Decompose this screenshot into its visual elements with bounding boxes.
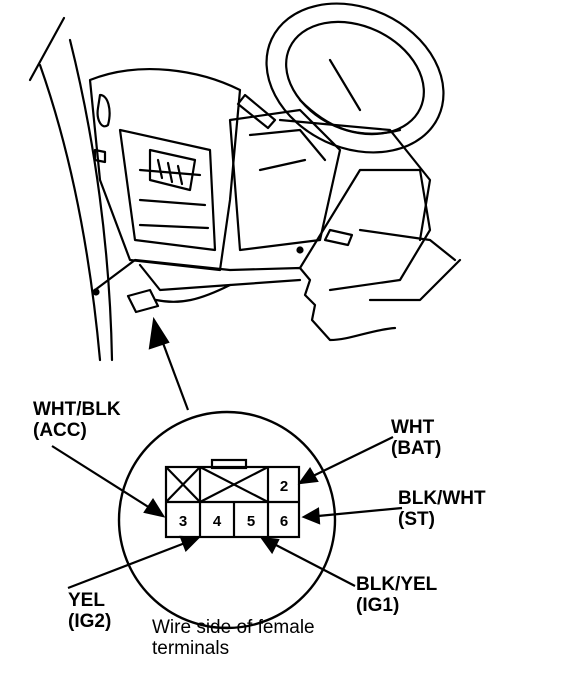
circuit-ig2: (IG2)	[68, 611, 112, 632]
label-yel: YEL (IG2)	[68, 590, 111, 632]
arrow-wht-blk	[143, 497, 166, 518]
detail-pointer-line	[158, 334, 190, 411]
wire-color-wht: WHT	[391, 417, 435, 438]
pin-2: 2	[280, 478, 288, 495]
connector-detail-circle	[117, 410, 337, 630]
circuit-bat: (BAT)	[391, 438, 442, 459]
label-wht: WHT (BAT)	[391, 417, 441, 459]
door-edge-line	[28, 16, 66, 82]
arrow-blk-wht	[301, 507, 321, 525]
arrow-yel	[179, 535, 201, 552]
wire-color-blk-wht: BLK/WHT	[398, 488, 486, 509]
pin-6: 6	[280, 513, 288, 530]
wire-color-blk-yel: BLK/YEL	[356, 574, 438, 595]
label-blk-yel: BLK/YEL (IG1)	[356, 574, 437, 616]
label-blk-wht: BLK/WHT (ST)	[398, 488, 486, 530]
leader-arrows	[51, 436, 403, 590]
fuse-block	[148, 148, 197, 192]
caption-line-2: terminals	[152, 638, 230, 659]
steering-column	[228, 108, 342, 252]
arrow-wht	[297, 466, 319, 485]
steering-wheel-rim	[265, 2, 445, 154]
arrow-blk-yel	[259, 536, 280, 555]
connector-face	[164, 458, 301, 539]
dash-lower-panel	[88, 67, 242, 272]
circuit-acc: (ACC)	[33, 420, 87, 441]
wire-harness	[154, 283, 232, 303]
dash-lower-edge	[93, 258, 397, 342]
connector-caption: Wire side of female terminals	[152, 617, 315, 659]
a-pillar	[38, 38, 114, 362]
caption-line-1: Wire side of female	[152, 617, 315, 638]
circuit-st: (ST)	[398, 509, 435, 530]
ignition-connector-housing	[126, 288, 160, 314]
wire-color-wht-blk: WHT/BLK	[33, 399, 121, 420]
combination-switch-lever	[236, 93, 277, 130]
pin-5: 5	[247, 513, 255, 530]
label-wht-blk: WHT/BLK (ACC)	[33, 399, 121, 441]
detail-pointer-arrowhead	[148, 316, 170, 350]
wire-color-yel: YEL	[68, 590, 105, 611]
circuit-ig1: (IG1)	[356, 595, 400, 616]
pin-3: 3	[179, 513, 187, 530]
steering-spoke	[298, 58, 402, 135]
pin-4: 4	[213, 513, 222, 530]
